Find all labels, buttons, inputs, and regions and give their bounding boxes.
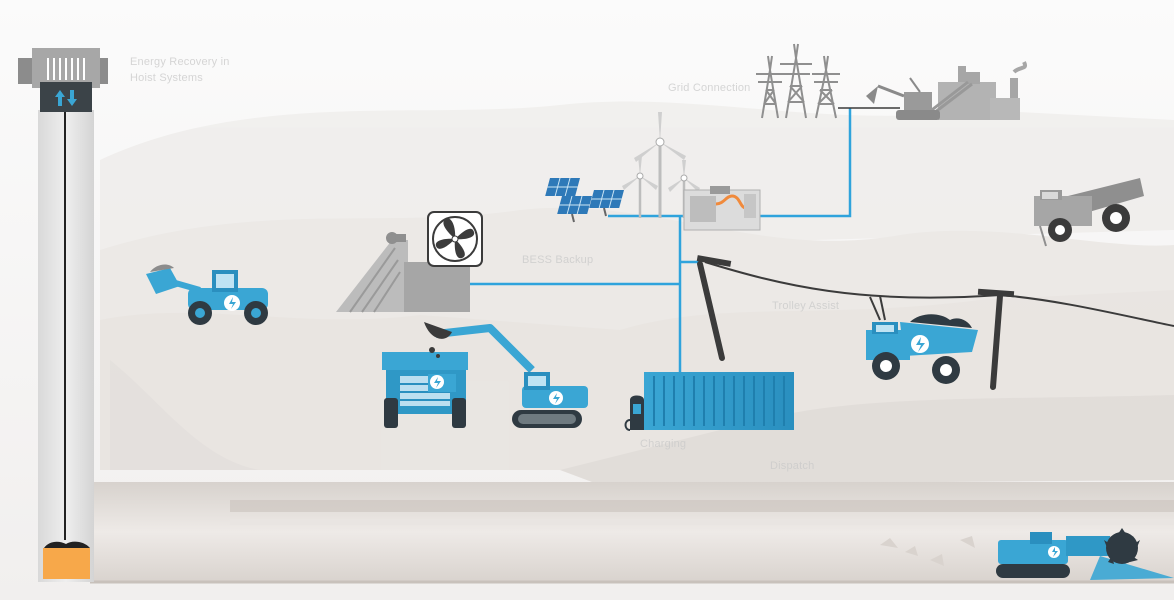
electric-trolley-haul-truck	[866, 314, 978, 384]
electric-excavator	[424, 322, 588, 428]
charging-label: Charging	[640, 438, 687, 450]
tower-1	[756, 55, 784, 119]
hoist-systems-label: Hoist Systems	[130, 72, 203, 84]
grid-connection-label: Grid Connection	[668, 82, 751, 94]
diesel-generator	[683, 186, 761, 231]
coal-power-plant	[923, 61, 1027, 120]
hoist-energy-recovery-label: Energy Recovery in	[130, 56, 230, 68]
hoist-shaft	[18, 48, 108, 582]
ore-pile	[44, 541, 90, 548]
bess-backup-label: BESS Backup	[522, 254, 594, 266]
electric-continuous-miner	[996, 528, 1174, 580]
battery-storage-container	[644, 372, 794, 430]
hoist-motor-housing	[40, 82, 92, 112]
ventilation-fan-icon	[427, 211, 483, 267]
wind-turbine-2	[622, 156, 658, 218]
ventilation-headframe	[336, 232, 470, 313]
gray-dragline-excavator	[866, 77, 940, 120]
lightning-bolt-icon	[1052, 547, 1058, 557]
lightning-bolt-icon	[434, 377, 441, 388]
diesel-haul-truck	[1034, 178, 1144, 247]
electric-haul-truck-loading	[382, 352, 468, 428]
rubble	[880, 536, 975, 566]
power-network	[468, 108, 852, 373]
trolley-assist-label: Trolley Assist	[772, 300, 840, 312]
lightning-bolt-icon	[553, 393, 560, 404]
transmission-towers	[756, 43, 840, 119]
underground-tunnel	[90, 482, 1174, 584]
tower-2	[780, 43, 812, 119]
trolley-line	[696, 255, 1174, 390]
terrain	[100, 101, 1174, 485]
electric-wheel-loader	[146, 264, 268, 325]
lightning-bolt-icon	[916, 337, 925, 352]
lightning-bolt-icon	[229, 297, 236, 309]
hoist-up-down-arrows-icon	[55, 90, 77, 106]
solar-panels	[545, 178, 624, 223]
tower-3	[812, 55, 840, 119]
dispatch-label: Dispatch	[770, 460, 815, 472]
charging-station	[624, 395, 644, 431]
hoist-skip	[43, 548, 90, 579]
grid-feed-line	[760, 108, 852, 218]
